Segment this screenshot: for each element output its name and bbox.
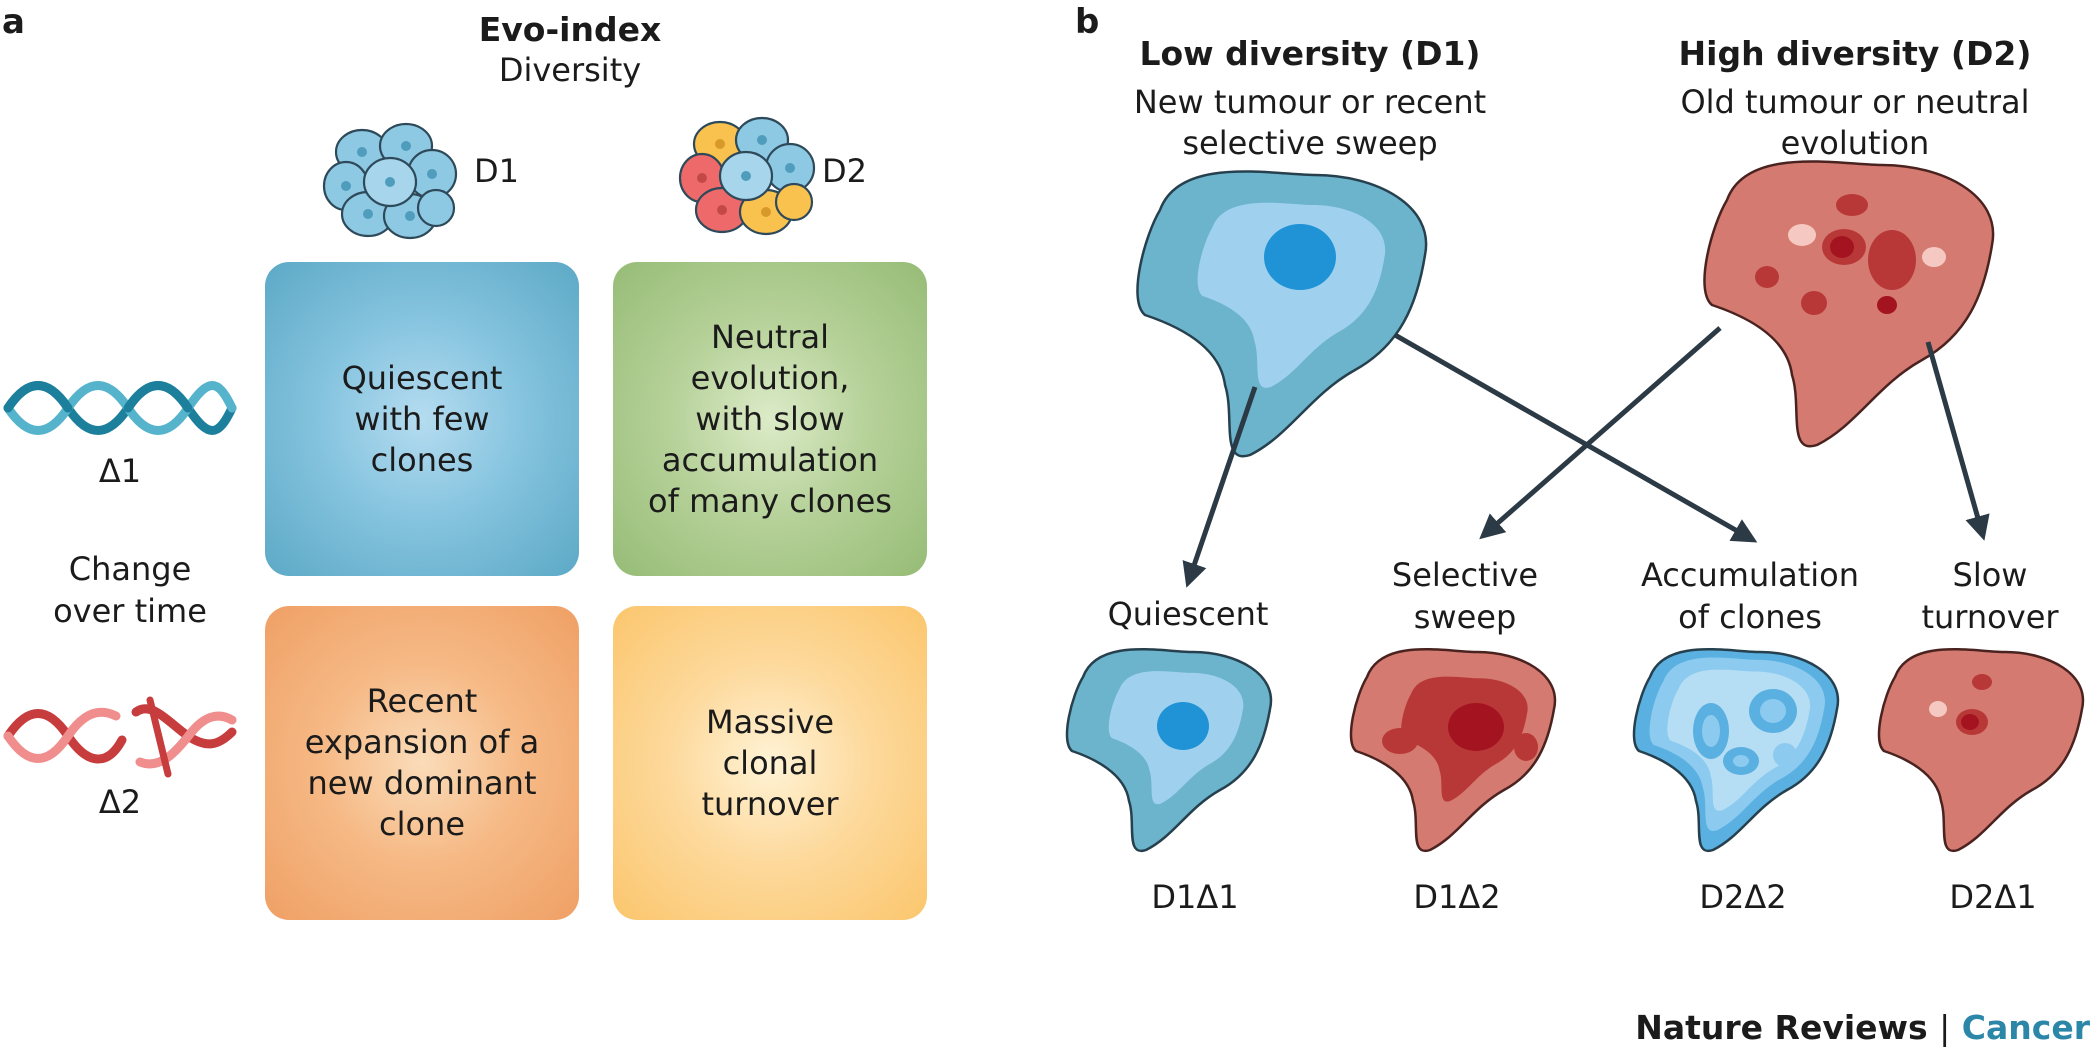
high-diversity-subtitle: Old tumour or neutral evolution: [1680, 83, 2030, 162]
panel-b-letter: b: [1075, 2, 1100, 42]
delta2-label: Δ2: [98, 783, 142, 821]
evo-index-title: Evo-index: [478, 10, 662, 49]
outcome-cell-quiescent: [1065, 647, 1273, 853]
quadrant-d1-delta2: Recent expansion of a new dominant clone: [265, 606, 579, 920]
low-diversity-subtitle: New tumour or recent selective sweep: [1133, 83, 1487, 162]
high-diversity-tumour: [1703, 160, 1995, 448]
low-diversity-title: Low diversity (D1): [1139, 34, 1481, 73]
high-diversity-title: High diversity (D2): [1678, 34, 2032, 73]
outcome-code-d2d1: D2Δ1: [1949, 878, 2037, 916]
dna-altered-icon: [3, 696, 237, 778]
outcome-cell-slow-turnover: [1877, 647, 2085, 853]
journal-separator: |: [1939, 1008, 1951, 1047]
quadrant-d1-delta1: Quiescent with few clones: [265, 262, 579, 576]
evo-index-subtitle: Diversity: [498, 51, 642, 89]
outcome-code-d1d2: D1Δ2: [1413, 878, 1501, 916]
outcome-label-selective-sweep: Selective sweep: [1391, 556, 1539, 636]
delta1-label: Δ1: [98, 452, 142, 490]
journal-credit: Nature Reviews | Cancer: [1635, 1008, 2090, 1047]
d1-label: D1: [474, 152, 519, 190]
d2-label: D2: [822, 152, 867, 190]
outcome-label-slow-turnover: Slow turnover: [1921, 556, 2059, 636]
outcome-code-d1d1: D1Δ1: [1151, 878, 1239, 916]
quadrant-d1-delta2-text: Recent expansion of a new dominant clone: [304, 682, 540, 843]
d1-cell-cluster-icon: [322, 122, 458, 240]
quadrant-d2-delta1: Neutral evolution, with slow accumulatio…: [613, 262, 927, 576]
panel-a-letter: a: [2, 2, 25, 42]
quadrant-d2-delta1-text: Neutral evolution, with slow accumulatio…: [648, 317, 892, 520]
low-diversity-tumour: [1136, 170, 1428, 458]
quadrant-d2-delta2-text: Massive clonal turnover: [701, 702, 839, 823]
journal-name: Nature Reviews: [1635, 1008, 1928, 1047]
quadrant-d2-delta2: Massive clonal turnover: [613, 606, 927, 920]
change-over-time-label: Change over time: [53, 550, 207, 630]
outcome-cell-accumulation: [1632, 647, 1840, 853]
quadrant-d1-delta1-text: Quiescent with few clones: [341, 358, 503, 479]
outcome-label-accumulation: Accumulation of clones: [1640, 556, 1860, 636]
outcome-code-d2d2: D2Δ2: [1699, 878, 1787, 916]
outcome-label-quiescent: Quiescent: [1107, 595, 1269, 633]
outcome-cell-selective-sweep: [1349, 647, 1557, 853]
transition-arrows: [1182, 326, 1990, 588]
dna-stable-icon: [3, 381, 237, 435]
journal-section: Cancer: [1961, 1008, 2090, 1047]
d2-cell-cluster-icon: [678, 116, 816, 236]
